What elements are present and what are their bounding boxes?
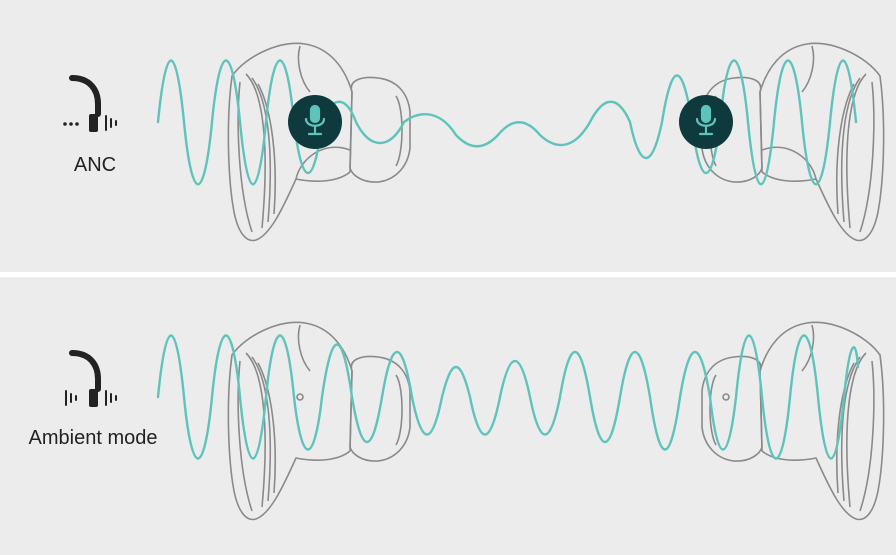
sound-wave [156, 59, 858, 186]
microphone-icon [304, 104, 326, 136]
right-mic-badge [679, 95, 733, 149]
anc-earbuds-illustration [156, 42, 885, 242]
left-mic-badge [288, 95, 342, 149]
anc-label: ANC [73, 154, 117, 176]
anc-panel: ANC [0, 0, 896, 272]
left-earbud [227, 42, 411, 242]
ambient-panel: Ambient mode [0, 277, 896, 555]
anc-mode-icon [63, 75, 117, 132]
sound-bars-icon [105, 390, 117, 406]
sound-pass-through-icon [65, 390, 77, 406]
sound-wave [156, 334, 860, 460]
sound-bars-icon [105, 115, 117, 131]
right-earbud [701, 42, 885, 242]
headset-icon [69, 75, 101, 117]
headset-icon [69, 350, 101, 392]
ambient-label: Ambient mode [28, 427, 158, 449]
left-earbud [227, 321, 411, 521]
ellipsis-icon [63, 122, 79, 126]
microphone-icon [695, 104, 717, 136]
ambient-earbuds-illustration [156, 321, 885, 521]
right-earbud [701, 321, 885, 521]
ambient-mode-icon [65, 350, 117, 407]
